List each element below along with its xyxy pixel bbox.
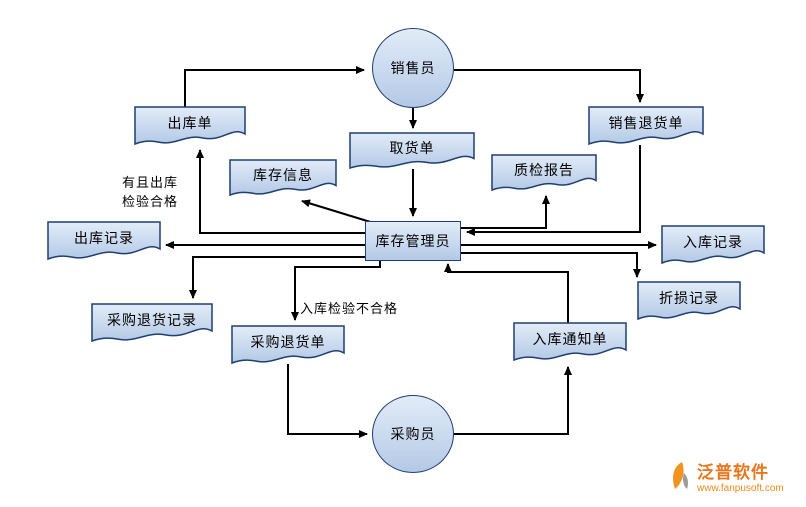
document-shape bbox=[662, 226, 764, 264]
node-purchase-return-order: 采购退货单 bbox=[232, 326, 344, 364]
node-pickup-order-label: 取货单 bbox=[389, 139, 435, 156]
edge-inventory-manager-to-qc-report bbox=[461, 195, 550, 229]
annotation-outbound-pass: 有且出库 检验合格 bbox=[121, 175, 178, 209]
node-purchase-return-order-label: 采购退货单 bbox=[250, 333, 326, 350]
edge-inventory-manager-to-purchase-return-record bbox=[189, 256, 365, 299]
logo-brand: 泛普软件 bbox=[697, 463, 769, 482]
node-salesperson-label: 销售员 bbox=[390, 60, 436, 76]
edge-sales-return-order-to-inventory-manager bbox=[466, 145, 641, 236]
node-qc-report-label: 质检报告 bbox=[514, 161, 574, 178]
node-purchase-return-record-label: 采购退货记录 bbox=[107, 311, 197, 328]
node-salesperson: 销售员 bbox=[372, 28, 454, 108]
node-purchaser-label: 采购员 bbox=[390, 426, 436, 442]
edge-salesperson-to-sales-return-order bbox=[454, 69, 644, 103]
node-sales-return-order: 销售退货单 bbox=[589, 107, 703, 145]
node-sales-return-order-label: 销售退货单 bbox=[608, 114, 684, 131]
edge-inventory-manager-to-damage-record bbox=[461, 252, 641, 278]
node-inventory-manager: 库存管理员 bbox=[365, 221, 461, 261]
document-shape bbox=[135, 107, 245, 145]
node-damage-record-label: 折损记录 bbox=[659, 289, 719, 306]
document-shape bbox=[589, 107, 703, 145]
node-purchase-return-record: 采购退货记录 bbox=[92, 304, 212, 342]
document-shape bbox=[232, 326, 344, 364]
document-shape bbox=[492, 155, 596, 191]
document-shape bbox=[48, 222, 160, 260]
edge-purchaser-to-inbound-notice bbox=[454, 366, 572, 435]
document-shape bbox=[230, 160, 336, 196]
node-outbound-order-label: 出库单 bbox=[167, 114, 213, 131]
node-inbound-notice-label: 入库通知单 bbox=[532, 330, 608, 347]
node-purchaser: 采购员 bbox=[372, 395, 454, 473]
edge-inventory-manager-to-purchase-return-order bbox=[291, 261, 381, 321]
annotation-inbound-fail: 入库检验不合格 bbox=[300, 301, 399, 316]
edge-outbound-order-to-salesperson bbox=[184, 66, 365, 107]
edge-inventory-manager-to-inventory-info bbox=[301, 199, 378, 225]
document-shape bbox=[350, 133, 474, 169]
fanpu-logo-icon bbox=[673, 462, 688, 489]
node-inbound-notice: 入库通知单 bbox=[514, 323, 626, 361]
node-pickup-order: 取货单 bbox=[350, 133, 474, 169]
document-shape bbox=[92, 304, 212, 342]
logo-website: www.fanpusoft.com bbox=[697, 483, 784, 494]
node-outbound-order: 出库单 bbox=[135, 107, 245, 145]
node-inventory-info-label: 库存信息 bbox=[253, 166, 313, 183]
node-outbound-record: 出库记录 bbox=[48, 222, 160, 260]
node-damage-record: 折损记录 bbox=[638, 282, 740, 320]
node-inventory-info: 库存信息 bbox=[230, 160, 336, 196]
edge-inventory-manager-to-outbound-order bbox=[196, 149, 365, 234]
fanpu-logo: 泛普软件 www.fanpusoft.com bbox=[668, 458, 784, 494]
node-qc-report: 质检报告 bbox=[492, 155, 596, 191]
node-inbound-record: 入库记录 bbox=[662, 226, 764, 264]
node-outbound-record-label: 出库记录 bbox=[74, 229, 134, 246]
node-inbound-record-label: 入库记录 bbox=[683, 233, 743, 250]
node-inventory-manager-label: 库存管理员 bbox=[375, 233, 451, 249]
edge-inbound-notice-to-inventory-manager bbox=[444, 263, 569, 323]
edge-purchase-return-order-to-purchaser bbox=[287, 364, 368, 438]
fanpu-logo-text: 泛普软件 www.fanpusoft.com bbox=[697, 458, 784, 494]
document-shape bbox=[638, 282, 740, 320]
document-shape bbox=[514, 323, 626, 361]
